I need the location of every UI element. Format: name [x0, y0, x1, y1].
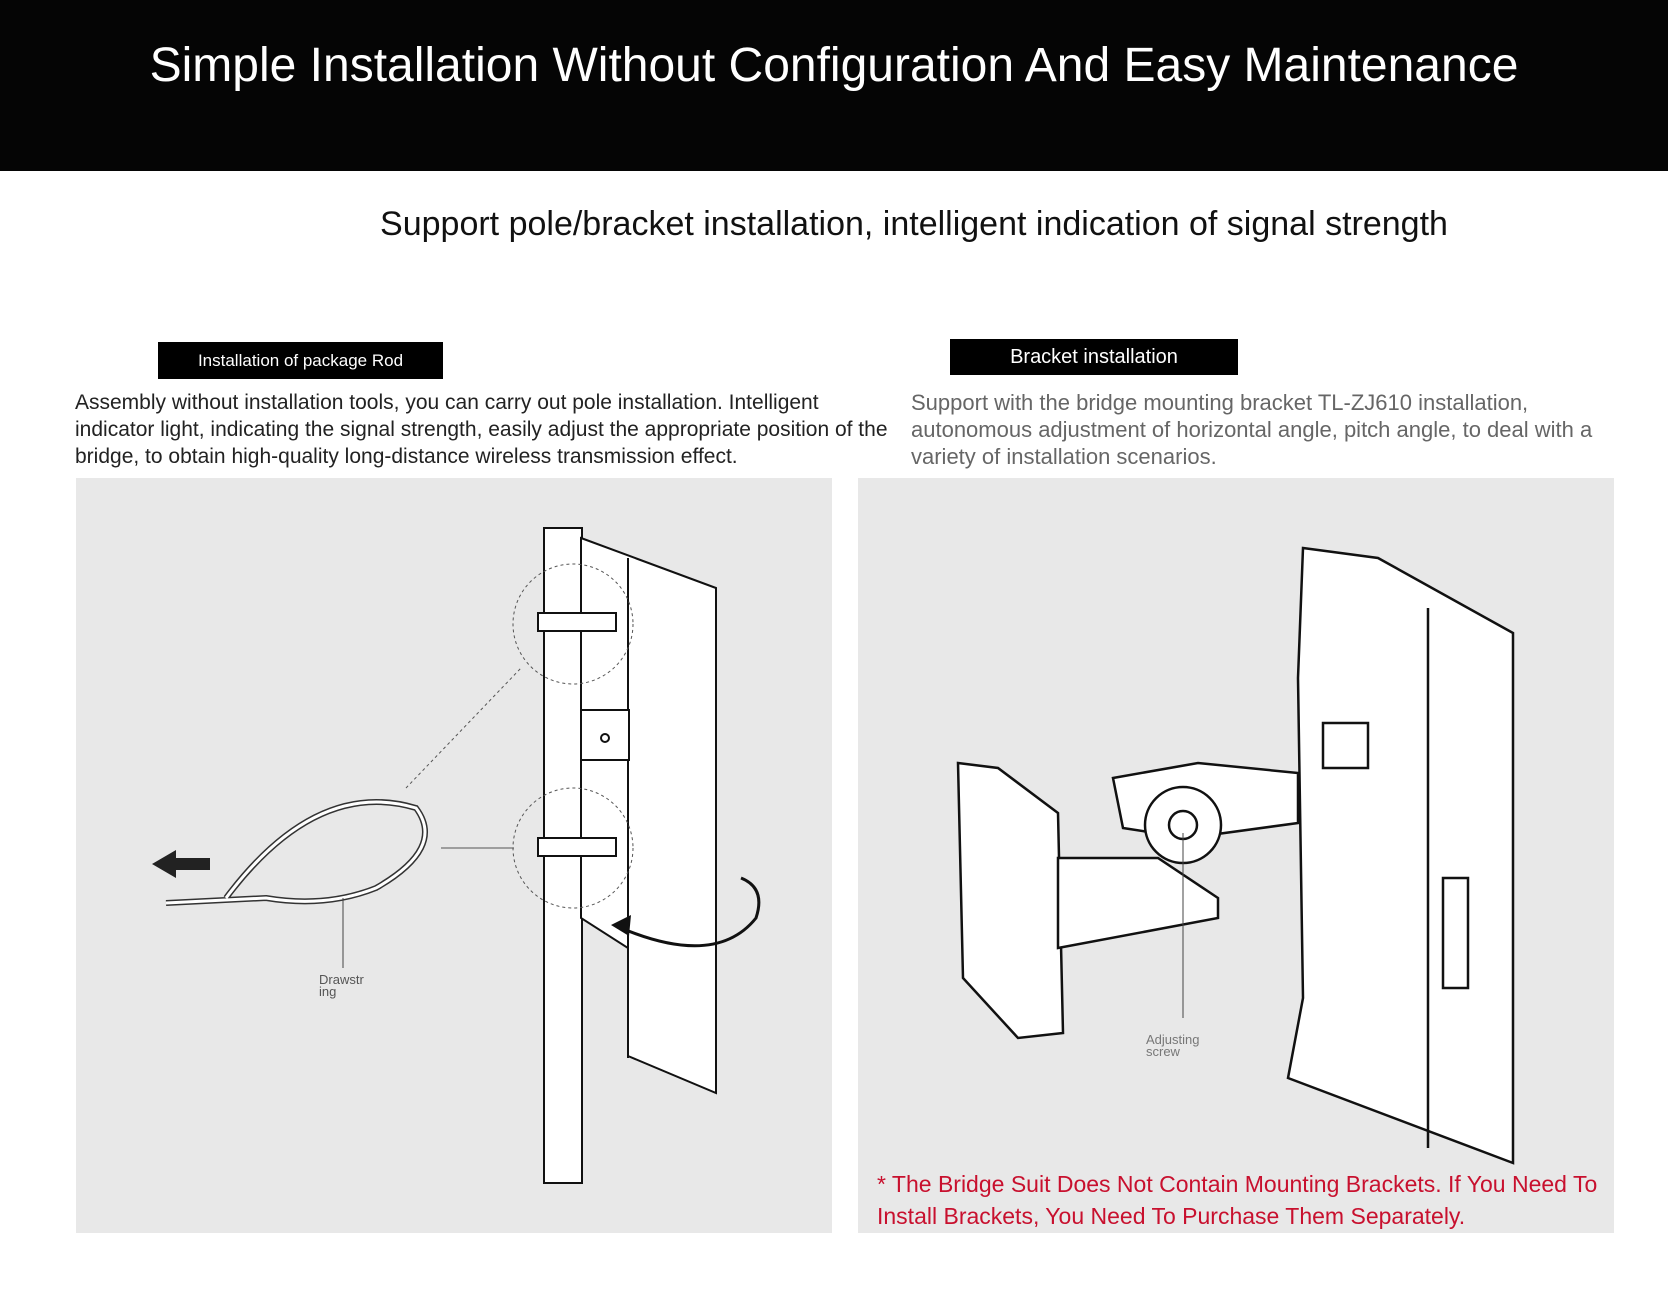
adjusting-screw-label: Adjusting screw: [1146, 1032, 1200, 1059]
header-banner: Simple Installation Without Configuratio…: [0, 0, 1668, 171]
pole-installation-description: Assembly without installation tools, you…: [75, 391, 888, 468]
bracket-installation-tag: Bracket installation: [950, 339, 1238, 375]
drawstring-label: Drawstr ing: [319, 972, 364, 999]
rotate-arrow-icon: [620, 876, 761, 948]
bridge-device: [1286, 546, 1515, 1165]
pole-installation-tag: Installation of package Rod: [158, 342, 443, 379]
bracket-arm: [1056, 856, 1220, 950]
pole-diagram: [152, 527, 761, 1184]
strap-bottom: [537, 837, 617, 857]
strap-top: [537, 612, 617, 632]
pole-installation-illustration: Drawstr ing: [76, 478, 832, 1233]
signal-indicator: [1441, 876, 1470, 990]
purchase-note: * The Bridge Suit Does Not Contain Mount…: [877, 1171, 1598, 1229]
bracket-diagram: [956, 546, 1515, 1165]
bracket-installation-illustration: Adjusting screw: [858, 478, 1614, 1233]
wall-plate: [956, 761, 1065, 1040]
subtitle: Support pole/bracket installation, intel…: [380, 205, 1448, 243]
bracket-installation-description: Support with the bridge mounting bracket…: [911, 390, 1593, 469]
pull-arrow-icon: [152, 850, 210, 878]
page-title: Simple Installation Without Configuratio…: [149, 39, 1519, 92]
